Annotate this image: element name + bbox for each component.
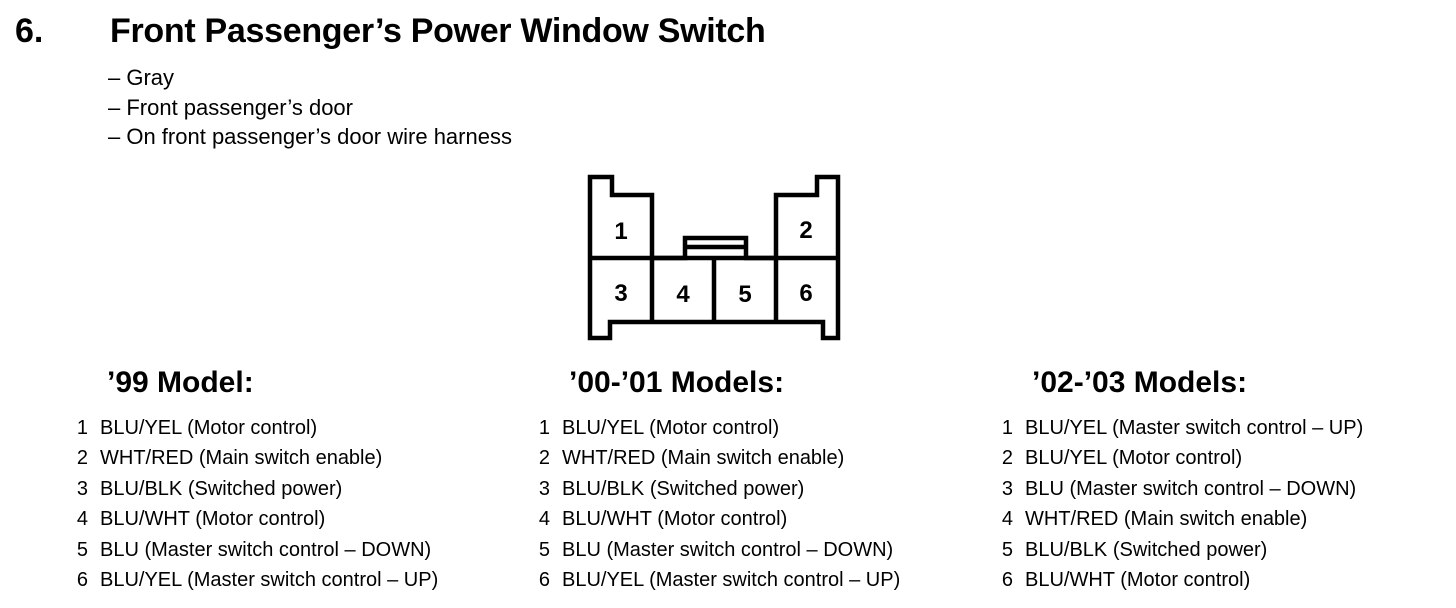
section-number: 6. xyxy=(15,12,44,50)
wire-pin-number: 6 xyxy=(76,569,88,592)
wire-pin-number: 5 xyxy=(1001,538,1013,561)
wire-label: BLU/YEL (Motor control) xyxy=(1025,447,1243,470)
note-harness: – On front passenger’s door wire harness xyxy=(108,124,512,149)
wire-pin-number: 2 xyxy=(76,447,88,470)
wire-row: 5 BLU (Master switch control – DOWN) xyxy=(534,535,900,565)
wire-label: WHT/RED (Main switch enable) xyxy=(562,447,845,470)
wire-label: BLU (Master switch control – DOWN) xyxy=(562,538,894,561)
wire-label: BLU/YEL (Master switch control – UP) xyxy=(562,569,901,592)
wire-pin-number: 5 xyxy=(76,538,88,561)
wire-row: 3 BLU (Master switch control – DOWN) xyxy=(997,474,1363,504)
wire-label: WHT/RED (Main switch enable) xyxy=(1025,508,1308,531)
wire-pin-number: 3 xyxy=(538,477,550,500)
pinout-list: 1 BLU/YEL (Master switch control – UP) 2… xyxy=(997,413,1363,595)
note-location: – Front passenger’s door xyxy=(108,94,353,120)
model-column-99: ’99 Model: 1 BLU/YEL (Motor control) 2 W… xyxy=(72,368,438,595)
pinout-list: 1 BLU/YEL (Motor control) 2 WHT/RED (Mai… xyxy=(72,413,438,595)
pin-label-6: 6 xyxy=(799,280,812,307)
wire-row: 2 BLU/YEL (Motor control) xyxy=(997,443,1363,473)
wire-pin-number: 1 xyxy=(538,417,550,439)
wire-label: BLU (Master switch control – DOWN) xyxy=(100,538,432,561)
wire-pin-number: 4 xyxy=(538,508,550,531)
page-title: Front Passenger’s Power Window Switch xyxy=(110,12,766,50)
connector-diagram: 1 2 3 4 5 6 xyxy=(587,174,841,341)
wire-row: 6 BLU/WHT (Motor control) xyxy=(997,565,1363,595)
pin-label-5: 5 xyxy=(738,281,751,308)
note-color: – Gray xyxy=(108,65,175,90)
wire-row: 5 BLU/BLK (Switched power) xyxy=(997,535,1363,565)
wire-label: BLU (Master switch control – DOWN) xyxy=(1025,477,1357,500)
wire-row: 5 BLU (Master switch control – DOWN) xyxy=(72,535,438,565)
connector-notes: – Gray – Front passenger’s door – On fro… xyxy=(108,63,512,152)
connector-outline xyxy=(587,174,841,341)
pin-label-4: 4 xyxy=(676,281,690,308)
wire-row: 3 BLU/BLK (Switched power) xyxy=(72,474,438,504)
wire-pin-number: 4 xyxy=(1001,508,1013,531)
wire-row: 6 BLU/YEL (Master switch control – UP) xyxy=(72,565,438,595)
wire-row: 2 WHT/RED (Main switch enable) xyxy=(534,443,900,473)
wire-label: BLU/BLK (Switched power) xyxy=(1025,538,1268,561)
model-header: ’00-’01 Models: xyxy=(569,366,785,399)
wire-row: 4 WHT/RED (Main switch enable) xyxy=(997,504,1363,534)
wire-row: 1 BLU/YEL (Master switch control – UP) xyxy=(997,413,1363,443)
model-column-00-01: ’00-’01 Models: 1 BLU/YEL (Motor control… xyxy=(534,368,900,595)
wire-label: BLU/YEL (Motor control) xyxy=(562,417,780,439)
wire-pin-number: 4 xyxy=(76,508,88,531)
wire-pin-number: 3 xyxy=(1001,477,1013,500)
wire-row: 1 BLU/YEL (Motor control) xyxy=(72,413,438,443)
wire-pin-number: 6 xyxy=(1001,569,1013,592)
wire-pin-number: 1 xyxy=(76,417,88,439)
model-column-02-03: ’02-’03 Models: 1 BLU/YEL (Master switch… xyxy=(997,368,1363,595)
wire-pin-number: 3 xyxy=(76,477,88,500)
wire-pin-number: 1 xyxy=(1001,417,1013,439)
wire-row: 4 BLU/WHT (Motor control) xyxy=(72,504,438,534)
wire-label: BLU/YEL (Motor control) xyxy=(100,417,318,439)
pin-label-2: 2 xyxy=(799,217,812,244)
wire-label: BLU/WHT (Motor control) xyxy=(1025,569,1251,592)
wire-row: 6 BLU/YEL (Master switch control – UP) xyxy=(534,565,900,595)
wire-label: BLU/BLK (Switched power) xyxy=(562,477,805,500)
wire-label: BLU/WHT (Motor control) xyxy=(562,508,788,531)
wire-label: BLU/YEL (Master switch control – UP) xyxy=(100,569,439,592)
wire-pin-number: 2 xyxy=(1001,447,1013,470)
wire-pin-number: 6 xyxy=(538,569,550,592)
wire-row: 3 BLU/BLK (Switched power) xyxy=(534,474,900,504)
wire-row: 1 BLU/YEL (Motor control) xyxy=(534,413,900,443)
wire-label: BLU/YEL (Master switch control – UP) xyxy=(1025,417,1364,439)
model-header: ’02-’03 Models: xyxy=(1032,366,1248,399)
pin-label-3: 3 xyxy=(614,280,627,307)
wire-pin-number: 5 xyxy=(538,538,550,561)
pinout-list: 1 BLU/YEL (Motor control) 2 WHT/RED (Mai… xyxy=(534,413,900,595)
pin-label-1: 1 xyxy=(614,218,627,245)
model-header: ’99 Model: xyxy=(107,366,254,399)
wire-label: WHT/RED (Main switch enable) xyxy=(100,447,383,470)
wire-label: BLU/WHT (Motor control) xyxy=(100,508,326,531)
wire-row: 2 WHT/RED (Main switch enable) xyxy=(72,443,438,473)
wire-label: BLU/BLK (Switched power) xyxy=(100,477,343,500)
wire-pin-number: 2 xyxy=(538,447,550,470)
wire-row: 4 BLU/WHT (Motor control) xyxy=(534,504,900,534)
